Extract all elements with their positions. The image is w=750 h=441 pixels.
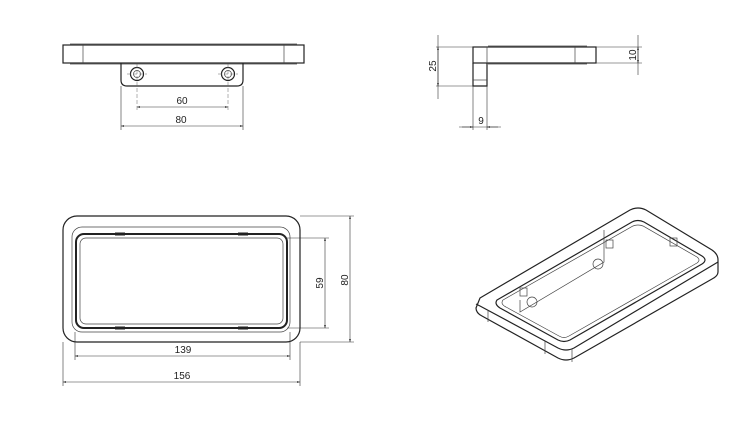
mounting-hole-right xyxy=(218,64,238,111)
dimension-label-139: 139 xyxy=(175,345,192,356)
side-plate xyxy=(472,46,597,64)
plate-outline xyxy=(62,44,305,64)
front-view: 139 156 59 80 xyxy=(62,215,354,386)
bracket-outline xyxy=(120,63,244,87)
dimension-label-80: 80 xyxy=(175,115,187,126)
dimension-label-80-height: 80 xyxy=(340,274,351,286)
side-view: 25 10 9 xyxy=(428,35,642,130)
dimension-label-9: 9 xyxy=(478,116,484,127)
iso-outer xyxy=(475,207,719,361)
dimension-label-60: 60 xyxy=(176,96,188,107)
side-leg xyxy=(472,63,488,87)
dimension-label-10: 10 xyxy=(628,49,639,61)
dimension-label-156: 156 xyxy=(174,371,191,382)
dimension-label-59: 59 xyxy=(315,277,326,289)
top-view: 60 80 xyxy=(62,43,305,130)
isometric-view xyxy=(475,207,719,362)
dimension-label-25: 25 xyxy=(428,60,439,72)
outer-frame xyxy=(62,215,301,343)
mounting-hole-left xyxy=(127,64,147,111)
